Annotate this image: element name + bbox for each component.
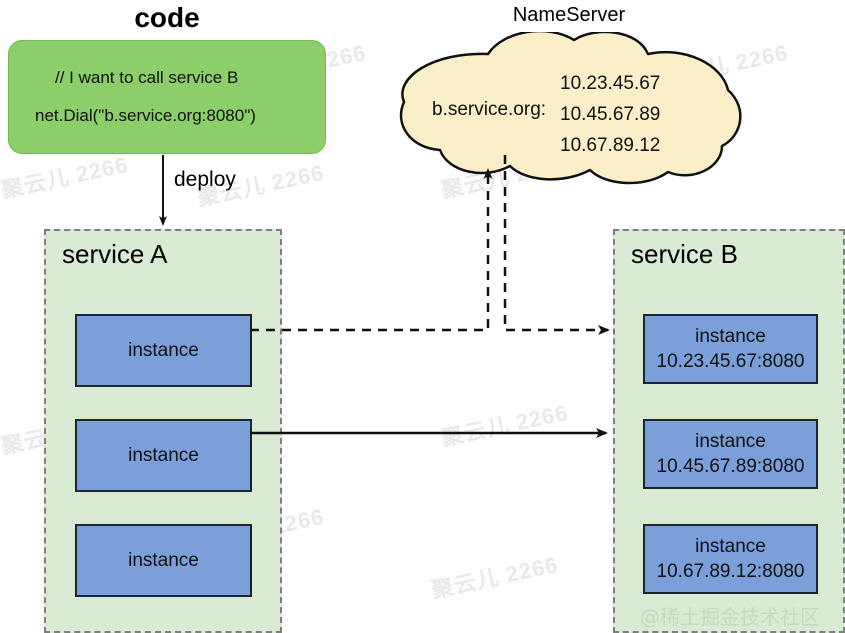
code-box: // I want to call service B net.Dial("b.…: [8, 40, 326, 154]
service-a-title: service A: [62, 239, 168, 269]
service-a-instance-3: instance: [75, 524, 252, 597]
code-comment-line: // I want to call service B: [55, 68, 239, 87]
watermark-tile: 聚云儿 2266: [439, 399, 571, 452]
instance-address: 10.45.67.89:8080: [656, 456, 805, 477]
watermark-tile: 聚云儿 2266: [0, 151, 131, 204]
code-dial-line: net.Dial("b.service.org:8080"): [35, 106, 256, 125]
instance-label: instance: [695, 326, 766, 347]
nameserver-lookup-arrow: [250, 168, 493, 332]
code-title: code: [134, 2, 200, 33]
deploy-label: deploy: [174, 168, 236, 191]
service-b-instance-1: instance 10.23.45.67:8080: [643, 314, 818, 384]
service-a-instance-1: instance: [75, 314, 252, 387]
instance-label: instance: [128, 445, 199, 466]
service-b-instance-2: instance 10.45.67.89:8080: [643, 419, 818, 489]
brand-watermark: @稀土掘金技术社区: [640, 605, 820, 629]
instance-address: 10.67.89.12:8080: [656, 561, 805, 582]
service-a-container: service A instance instance instance: [44, 229, 282, 633]
service-a-instance-2: instance: [75, 419, 252, 492]
cloud-shape-icon: [399, 29, 742, 185]
instance-address: 10.23.45.67:8080: [656, 351, 805, 372]
service-b-title: service B: [631, 239, 738, 269]
nameserver-title: NameServer: [512, 4, 626, 26]
watermark-tile: 聚云儿 2266: [429, 551, 561, 604]
instance-label: instance: [128, 550, 199, 571]
instance-label: instance: [695, 431, 766, 452]
instance-label: instance: [128, 340, 199, 361]
service-b-instance-3: instance 10.67.89.12:8080: [643, 524, 818, 594]
nameserver-cloud: [392, 29, 748, 187]
service-b-container: service B instance 10.23.45.67:8080 inst…: [613, 229, 845, 633]
instance-label: instance: [695, 536, 766, 557]
